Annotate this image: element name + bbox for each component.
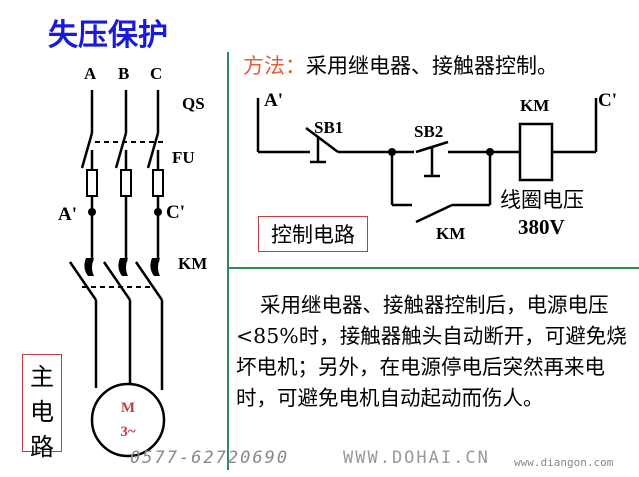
ctrl-a-prime-label: A' — [264, 90, 283, 111]
fu-label: FU — [172, 148, 195, 167]
method-label: 方法： — [243, 54, 306, 78]
motor-phase-label: 3~ — [120, 424, 136, 440]
main-km-label: KM — [178, 254, 208, 273]
junction-dot-2 — [486, 148, 494, 156]
a-prime-dot — [88, 208, 96, 216]
motor-label: M — [120, 400, 136, 416]
main-box-char-3: 路 — [30, 433, 54, 461]
method-text: 采用继电器、接触器控制。 — [306, 54, 558, 78]
km-contact-label: KM — [436, 224, 466, 243]
watermark-site: WWW.DOHAI.CN — [343, 448, 490, 468]
km-main-contacts — [84, 258, 160, 276]
main-box-char-1: 主 — [30, 363, 54, 391]
junction-dot-1 — [388, 148, 396, 156]
c-prime-dot — [154, 208, 162, 216]
phase-a-label: A — [84, 64, 97, 83]
fuses — [86, 169, 164, 197]
method-line: 方法：采用继电器、接触器控制。 — [243, 50, 558, 80]
main-box-char-2: 电 — [30, 398, 54, 426]
coil-voltage-text: 线圈电压 — [500, 188, 584, 212]
qs-label: QS — [182, 94, 205, 113]
control-circuit-wires — [256, 98, 598, 224]
main-a-prime-label: A' — [58, 204, 77, 225]
description-paragraph: 采用继电器、接触器控制后，电源电压<85%时，接触器触头自动断开，可避免烧坏电机… — [236, 293, 627, 410]
coil-voltage-value: 380V — [518, 215, 565, 239]
main-circuit-box: 主 电 路 — [22, 354, 62, 461]
page-title: 失压保护 — [48, 18, 168, 53]
main-circuit-wires — [68, 90, 165, 390]
ctrl-c-prime-label: C' — [598, 90, 617, 111]
control-circuit-box: 控制电路 — [258, 216, 368, 252]
main-c-prime-label: C' — [166, 202, 185, 223]
km-coil-label: KM — [520, 96, 550, 115]
phase-b-label: B — [118, 64, 130, 83]
km-coil — [518, 122, 554, 182]
watermark-phone: 0577-62720690 — [130, 448, 290, 468]
phase-c-label: C — [150, 64, 163, 83]
sb1-label: SB1 — [314, 118, 344, 137]
watermark-site2: www.diangon.com — [514, 456, 614, 469]
sb2-label: SB2 — [414, 122, 444, 141]
motor-circle — [90, 382, 166, 458]
